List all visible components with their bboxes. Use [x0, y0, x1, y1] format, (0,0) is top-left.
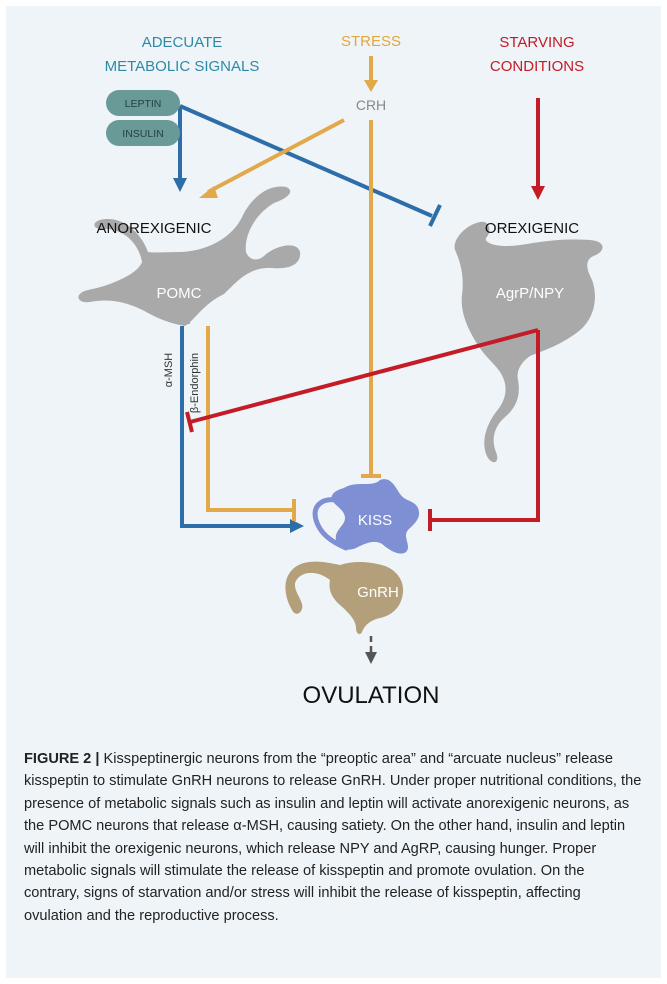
orexigenic-label: OREXIGENIC [485, 220, 579, 237]
alpha-msh-arrowhead [290, 519, 304, 533]
leptin-label: LEPTIN [125, 98, 162, 110]
stress-label: STRESS [341, 33, 401, 50]
ovulation-arrowhead [365, 652, 377, 664]
gnrh-label: GnRH [357, 584, 399, 601]
starving-label-line1: STARVING [499, 34, 574, 51]
ovulation-label: OVULATION [303, 682, 440, 709]
kiss-label: KISS [358, 512, 392, 529]
diagram-canvas: ADECUATE METABOLIC SIGNALS STRESS STARVI… [0, 0, 667, 730]
leptin-arrowhead [173, 178, 187, 192]
starving-arrowhead [531, 186, 545, 200]
leptin-to-orexigenic-inhibit [180, 106, 432, 216]
stress-arrowhead [364, 80, 378, 92]
agrp-to-alpha-msh-inhibit [190, 330, 538, 422]
agrp-npy-neuron [455, 222, 603, 462]
crh-to-anorexigenic-arrow [208, 120, 344, 192]
metabolic-label-line1: ADECUATE [142, 34, 223, 51]
pomc-label: POMC [157, 285, 202, 302]
insulin-label: INSULIN [122, 128, 163, 140]
figure-caption: FIGURE 2 | Kisspeptinergic neurons from … [24, 748, 642, 927]
crh-label: CRH [356, 97, 386, 113]
beta-endorphin-label: β-Endorphin [189, 353, 201, 413]
metabolic-label-line2: METABOLIC SIGNALS [105, 58, 260, 75]
starving-label-line2: CONDITIONS [490, 58, 584, 75]
beta-endorphin-inhibit [208, 326, 293, 510]
anorexigenic-label: ANOREXIGENIC [96, 220, 211, 237]
caption-text: Kisspeptinergic neurons from the “preopt… [24, 751, 641, 924]
pomc-axon [181, 300, 190, 324]
diagram: ADECUATE METABOLIC SIGNALS STRESS STARVI… [0, 0, 667, 730]
alpha-msh-label: α-MSH [163, 353, 175, 388]
agrp-npy-label: AgrP/NPY [496, 285, 564, 302]
figure-label: FIGURE 2 | [24, 751, 99, 767]
inhibit-bar-alpha-msh [187, 412, 192, 432]
